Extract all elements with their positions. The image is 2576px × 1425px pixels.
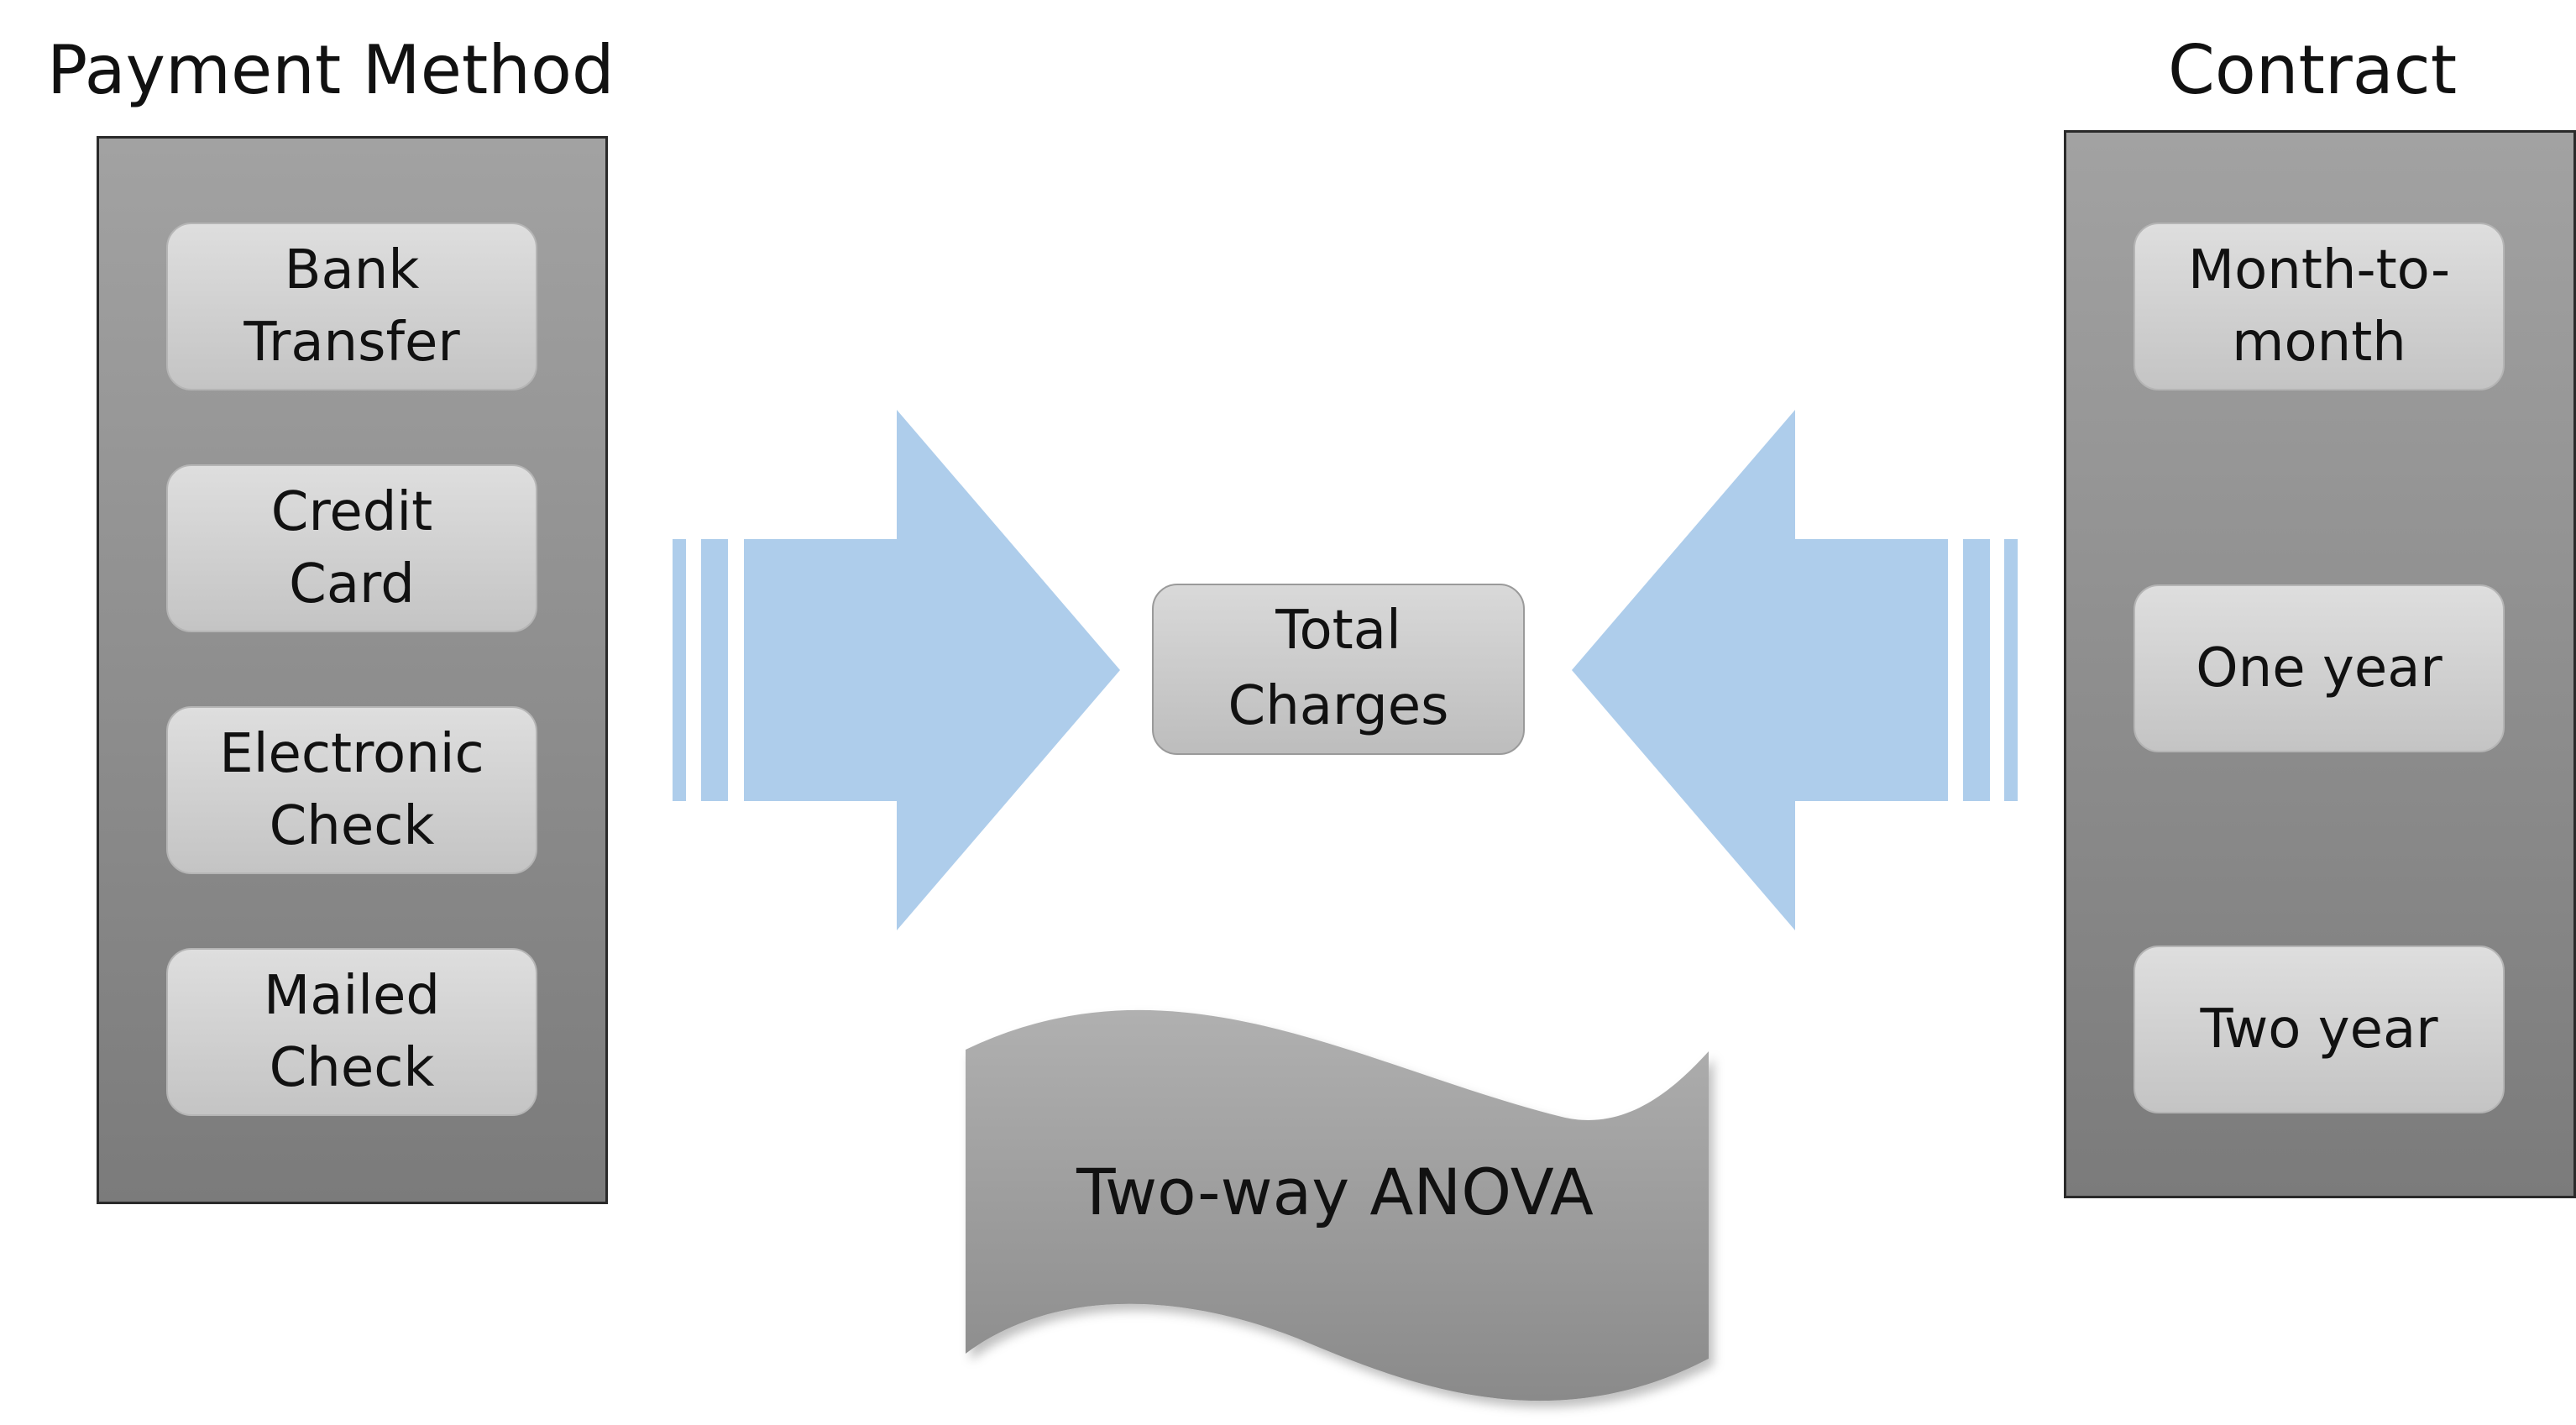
arrow-right-icon xyxy=(673,410,1120,930)
month-to-month-node: Month-to- month xyxy=(2134,223,2505,390)
payment-method-panel: Bank Transfer Credit Card Electronic Che… xyxy=(97,136,608,1204)
total-charges-node: Total Charges xyxy=(1152,584,1525,755)
node-label: One year xyxy=(2196,637,2442,699)
node-label: Credit Card xyxy=(270,480,433,616)
node-label: Mailed Check xyxy=(264,964,440,1099)
mailed-check-node: Mailed Check xyxy=(166,948,537,1116)
bank-transfer-node: Bank Transfer xyxy=(166,223,537,390)
credit-card-node: Credit Card xyxy=(166,464,537,632)
node-label: Bank Transfer xyxy=(243,238,460,374)
contract-panel: Month-to- month One year Two year xyxy=(2064,130,2576,1198)
anova-label: Two-way ANOVA xyxy=(1076,1155,1594,1229)
arrow-left-icon xyxy=(1572,410,2018,930)
two-year-node: Two year xyxy=(2134,946,2505,1113)
one-year-node: One year xyxy=(2134,584,2505,752)
anova-banner-shape xyxy=(966,1009,1709,1401)
node-label: Total Charges xyxy=(1228,600,1449,737)
node-label: Two year xyxy=(2200,998,2438,1061)
contract-heading: Contract xyxy=(2168,31,2458,109)
node-label: Month-to- month xyxy=(2187,238,2451,374)
node-label: Electronic Check xyxy=(219,722,484,857)
electronic-check-node: Electronic Check xyxy=(166,706,537,874)
payment-method-heading: Payment Method xyxy=(47,31,615,109)
